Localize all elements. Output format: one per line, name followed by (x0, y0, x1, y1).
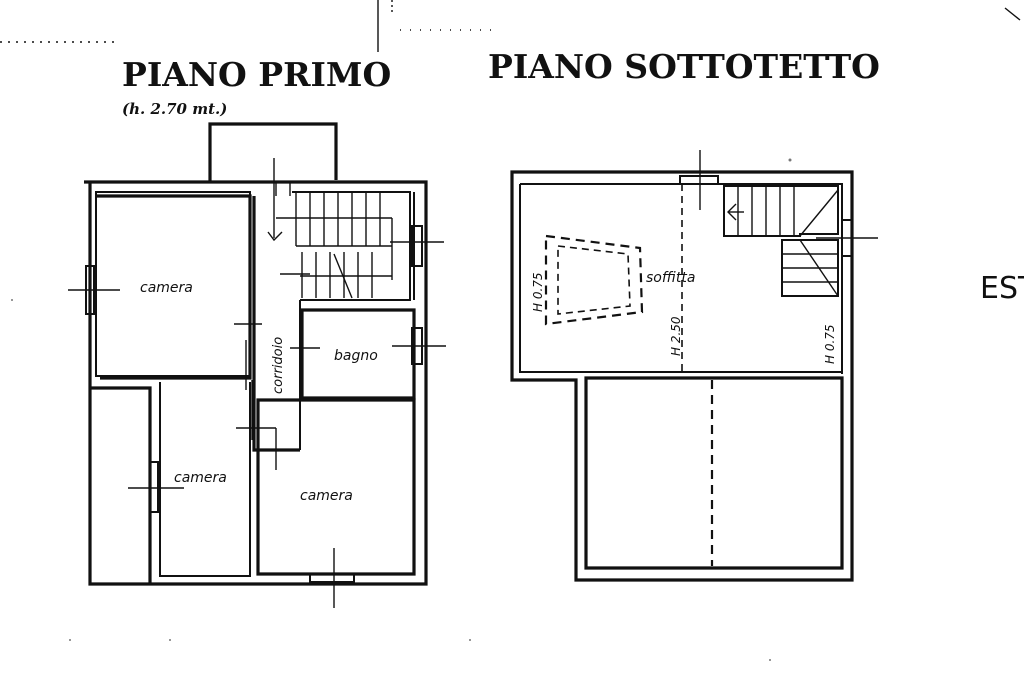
scan-artifacts (0, 0, 1021, 661)
first-floor-title: PIANO PRIMO (122, 55, 391, 94)
room-label-camera-bottom-left: camera (174, 470, 227, 486)
first-floor-openings (68, 225, 446, 608)
attic-label-h-right: H 0.75 (823, 324, 837, 364)
attic-openings (679, 150, 878, 257)
attic-label-h-center: H 2.50 (669, 316, 683, 356)
first-floor-height-note: (h. 2.70 mt.) (122, 100, 227, 118)
cutoff-label: EST (980, 271, 1024, 306)
attic-title: PIANO SOTTOTETTO (488, 47, 880, 86)
attic-label-h-left: H 0.75 (531, 272, 545, 312)
room-label-corridoio: corridoio (271, 337, 286, 394)
attic-label-soffitta: soffitta (646, 270, 695, 286)
room-label-bagno: bagno (334, 348, 378, 364)
first-floor-staircase (267, 158, 411, 301)
attic-plan (510, 150, 878, 582)
room-label-camera-bottom-right: camera (300, 488, 353, 504)
attic-staircase (723, 185, 839, 297)
first-floor-plan (68, 122, 446, 608)
room-label-camera-top-left: camera (140, 280, 193, 296)
attic-skylight (544, 234, 644, 326)
